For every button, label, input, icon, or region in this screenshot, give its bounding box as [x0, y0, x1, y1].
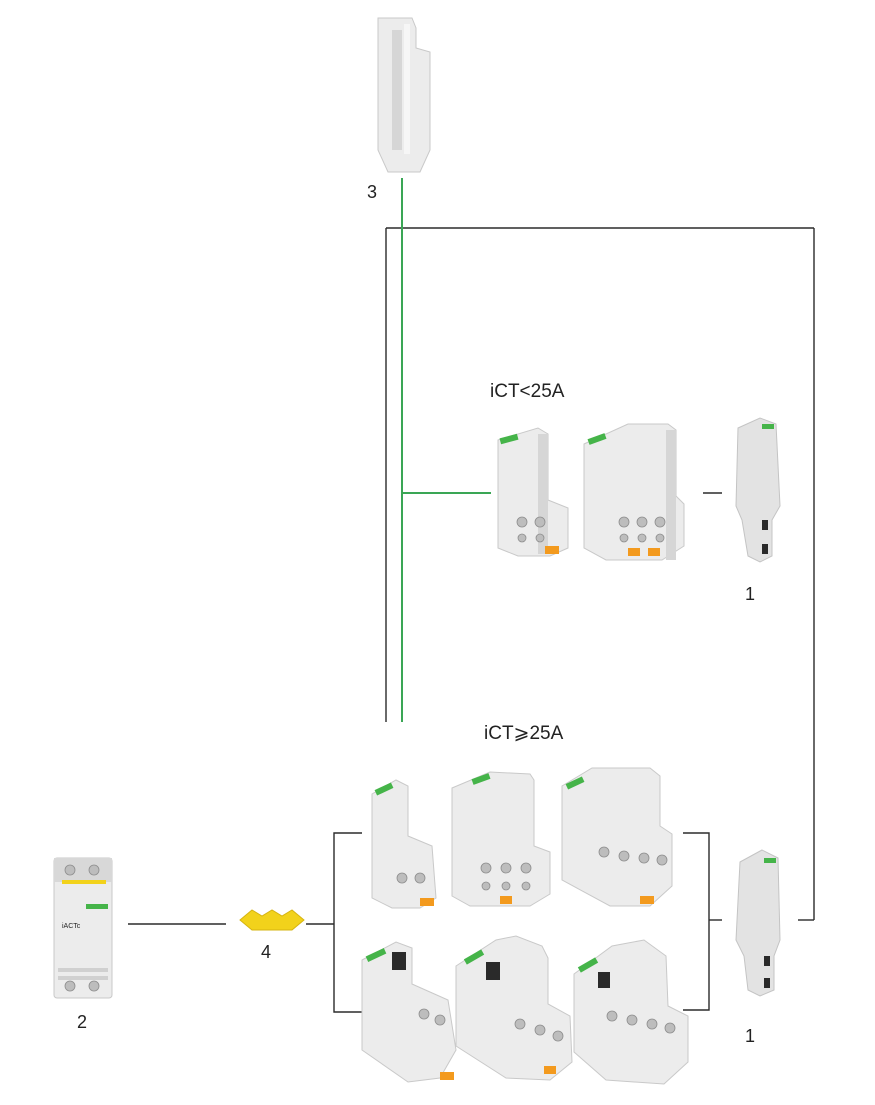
interface-module: iACTc — [53, 857, 113, 999]
callout-interface-module: 2 — [77, 1012, 87, 1032]
left-bracket — [333, 832, 362, 1013]
group-label-small: iCT<25A — [490, 381, 565, 402]
manual-contactor-1 — [361, 941, 457, 1083]
auxiliary-contact-top — [735, 417, 781, 563]
small-contactor-2 — [583, 423, 685, 561]
manual-contactor-2 — [455, 935, 573, 1081]
right-bracket — [683, 832, 710, 1011]
spacer-module — [377, 17, 431, 173]
interface-front-text: iACTc — [62, 923, 81, 930]
small-contactor-1 — [497, 427, 569, 557]
callout-comb-link: 4 — [261, 942, 271, 962]
comb-link — [239, 909, 305, 931]
green-connection-lines — [401, 178, 491, 722]
manual-contactor-3 — [573, 939, 689, 1085]
auxiliary-contact-bottom — [735, 849, 781, 997]
large-contactor-1 — [371, 779, 437, 909]
group-label-large: iCT⩾25A — [484, 723, 564, 744]
callout-spacer: 3 — [367, 182, 377, 202]
large-contactor-3 — [561, 767, 673, 907]
callout-auxiliary-bottom: 1 — [745, 1026, 755, 1046]
large-contactor-2 — [451, 771, 551, 907]
callout-auxiliary-top: 1 — [745, 584, 755, 604]
connection-lines — [128, 227, 815, 1013]
